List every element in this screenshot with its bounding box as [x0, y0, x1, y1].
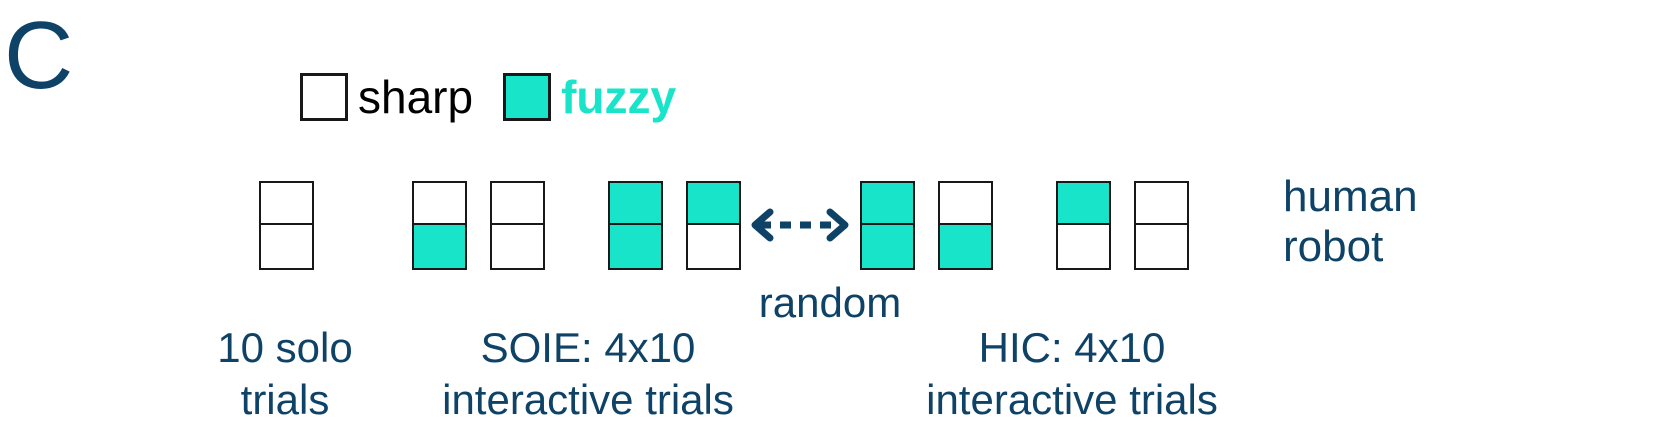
- trial-column-6-robot-cell: [860, 223, 915, 270]
- caption-soie-line2: interactive trials: [442, 376, 734, 423]
- caption-hic-line2: interactive trials: [926, 376, 1218, 423]
- trial-column-5-human-cell: [686, 181, 741, 226]
- caption-solo-line2: trials: [240, 376, 330, 423]
- row-label-human: human: [1283, 172, 1418, 221]
- caption-hic-trials: HIC: 4x10 interactive trials: [862, 322, 1282, 426]
- legend-label-sharp: sharp: [358, 71, 474, 123]
- trial-column-7-human-cell: [938, 181, 993, 226]
- trial-column-6-human-cell: [860, 181, 915, 226]
- trial-column-9-human-cell: [1134, 181, 1189, 226]
- trial-column-4: [608, 181, 663, 270]
- trial-column-7: [938, 181, 993, 270]
- caption-soie-trials: SOIE: 4x10 interactive trials: [378, 322, 798, 426]
- row-labels: human robot: [1283, 172, 1418, 272]
- trial-column-1: [259, 181, 314, 270]
- trial-column-2-robot-cell: [412, 223, 467, 270]
- caption-soie-line1: SOIE: 4x10: [480, 324, 696, 371]
- trial-column-2-human-cell: [412, 181, 467, 226]
- trial-column-1-human-cell: [259, 181, 314, 226]
- trial-column-8: [1056, 181, 1111, 270]
- legend: sharp fuzzy: [300, 73, 676, 121]
- trial-column-8-robot-cell: [1056, 223, 1111, 270]
- legend-swatch-sharp-icon: [300, 73, 348, 121]
- caption-hic-line1: HIC: 4x10: [978, 324, 1166, 371]
- trial-column-9: [1134, 181, 1189, 270]
- trial-column-4-robot-cell: [608, 223, 663, 270]
- legend-entry-fuzzy: fuzzy: [503, 73, 676, 121]
- legend-entry-sharp: sharp: [300, 73, 473, 121]
- legend-label-fuzzy: fuzzy: [561, 71, 677, 123]
- trial-column-1-robot-cell: [259, 223, 314, 270]
- random-caption-line1: random: [758, 279, 902, 326]
- trial-column-3: [490, 181, 545, 270]
- legend-swatch-fuzzy-icon: [503, 73, 552, 121]
- trial-column-5-robot-cell: [686, 223, 741, 270]
- caption-solo-trials: 10 solo trials: [135, 322, 435, 426]
- random-arrow-icon: [742, 205, 858, 245]
- caption-solo-line1: 10 solo: [217, 324, 353, 371]
- trial-column-7-robot-cell: [938, 223, 993, 270]
- trial-column-3-human-cell: [490, 181, 545, 226]
- trial-column-4-human-cell: [608, 181, 663, 226]
- trial-column-8-human-cell: [1056, 181, 1111, 226]
- row-label-robot: robot: [1283, 222, 1384, 271]
- trial-column-5: [686, 181, 741, 270]
- trial-column-9-robot-cell: [1134, 223, 1189, 270]
- trial-column-2: [412, 181, 467, 270]
- random-caption: random: [700, 277, 960, 329]
- panel-letter: C: [4, 2, 74, 109]
- trial-column-3-robot-cell: [490, 223, 545, 270]
- trial-column-6: [860, 181, 915, 270]
